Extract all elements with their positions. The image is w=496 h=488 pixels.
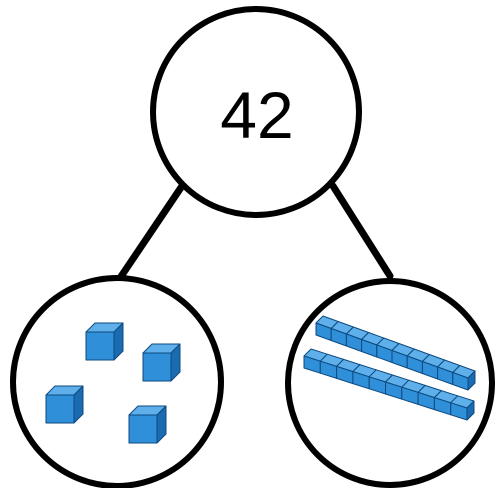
- ten-rod: [303, 348, 475, 421]
- ten-rod: [315, 315, 476, 391]
- unit-cube: [45, 385, 84, 424]
- unit-cube: [142, 343, 181, 382]
- ones-blocks: [45, 322, 181, 444]
- connector-left: [114, 182, 186, 285]
- unit-cube: [128, 405, 167, 444]
- whole-circle: [150, 6, 362, 218]
- whole-value: 42: [220, 78, 293, 152]
- ones-part-circle: [10, 275, 224, 488]
- unit-cube: [85, 322, 124, 361]
- connector-right: [329, 182, 394, 280]
- tens-blocks: [303, 315, 476, 421]
